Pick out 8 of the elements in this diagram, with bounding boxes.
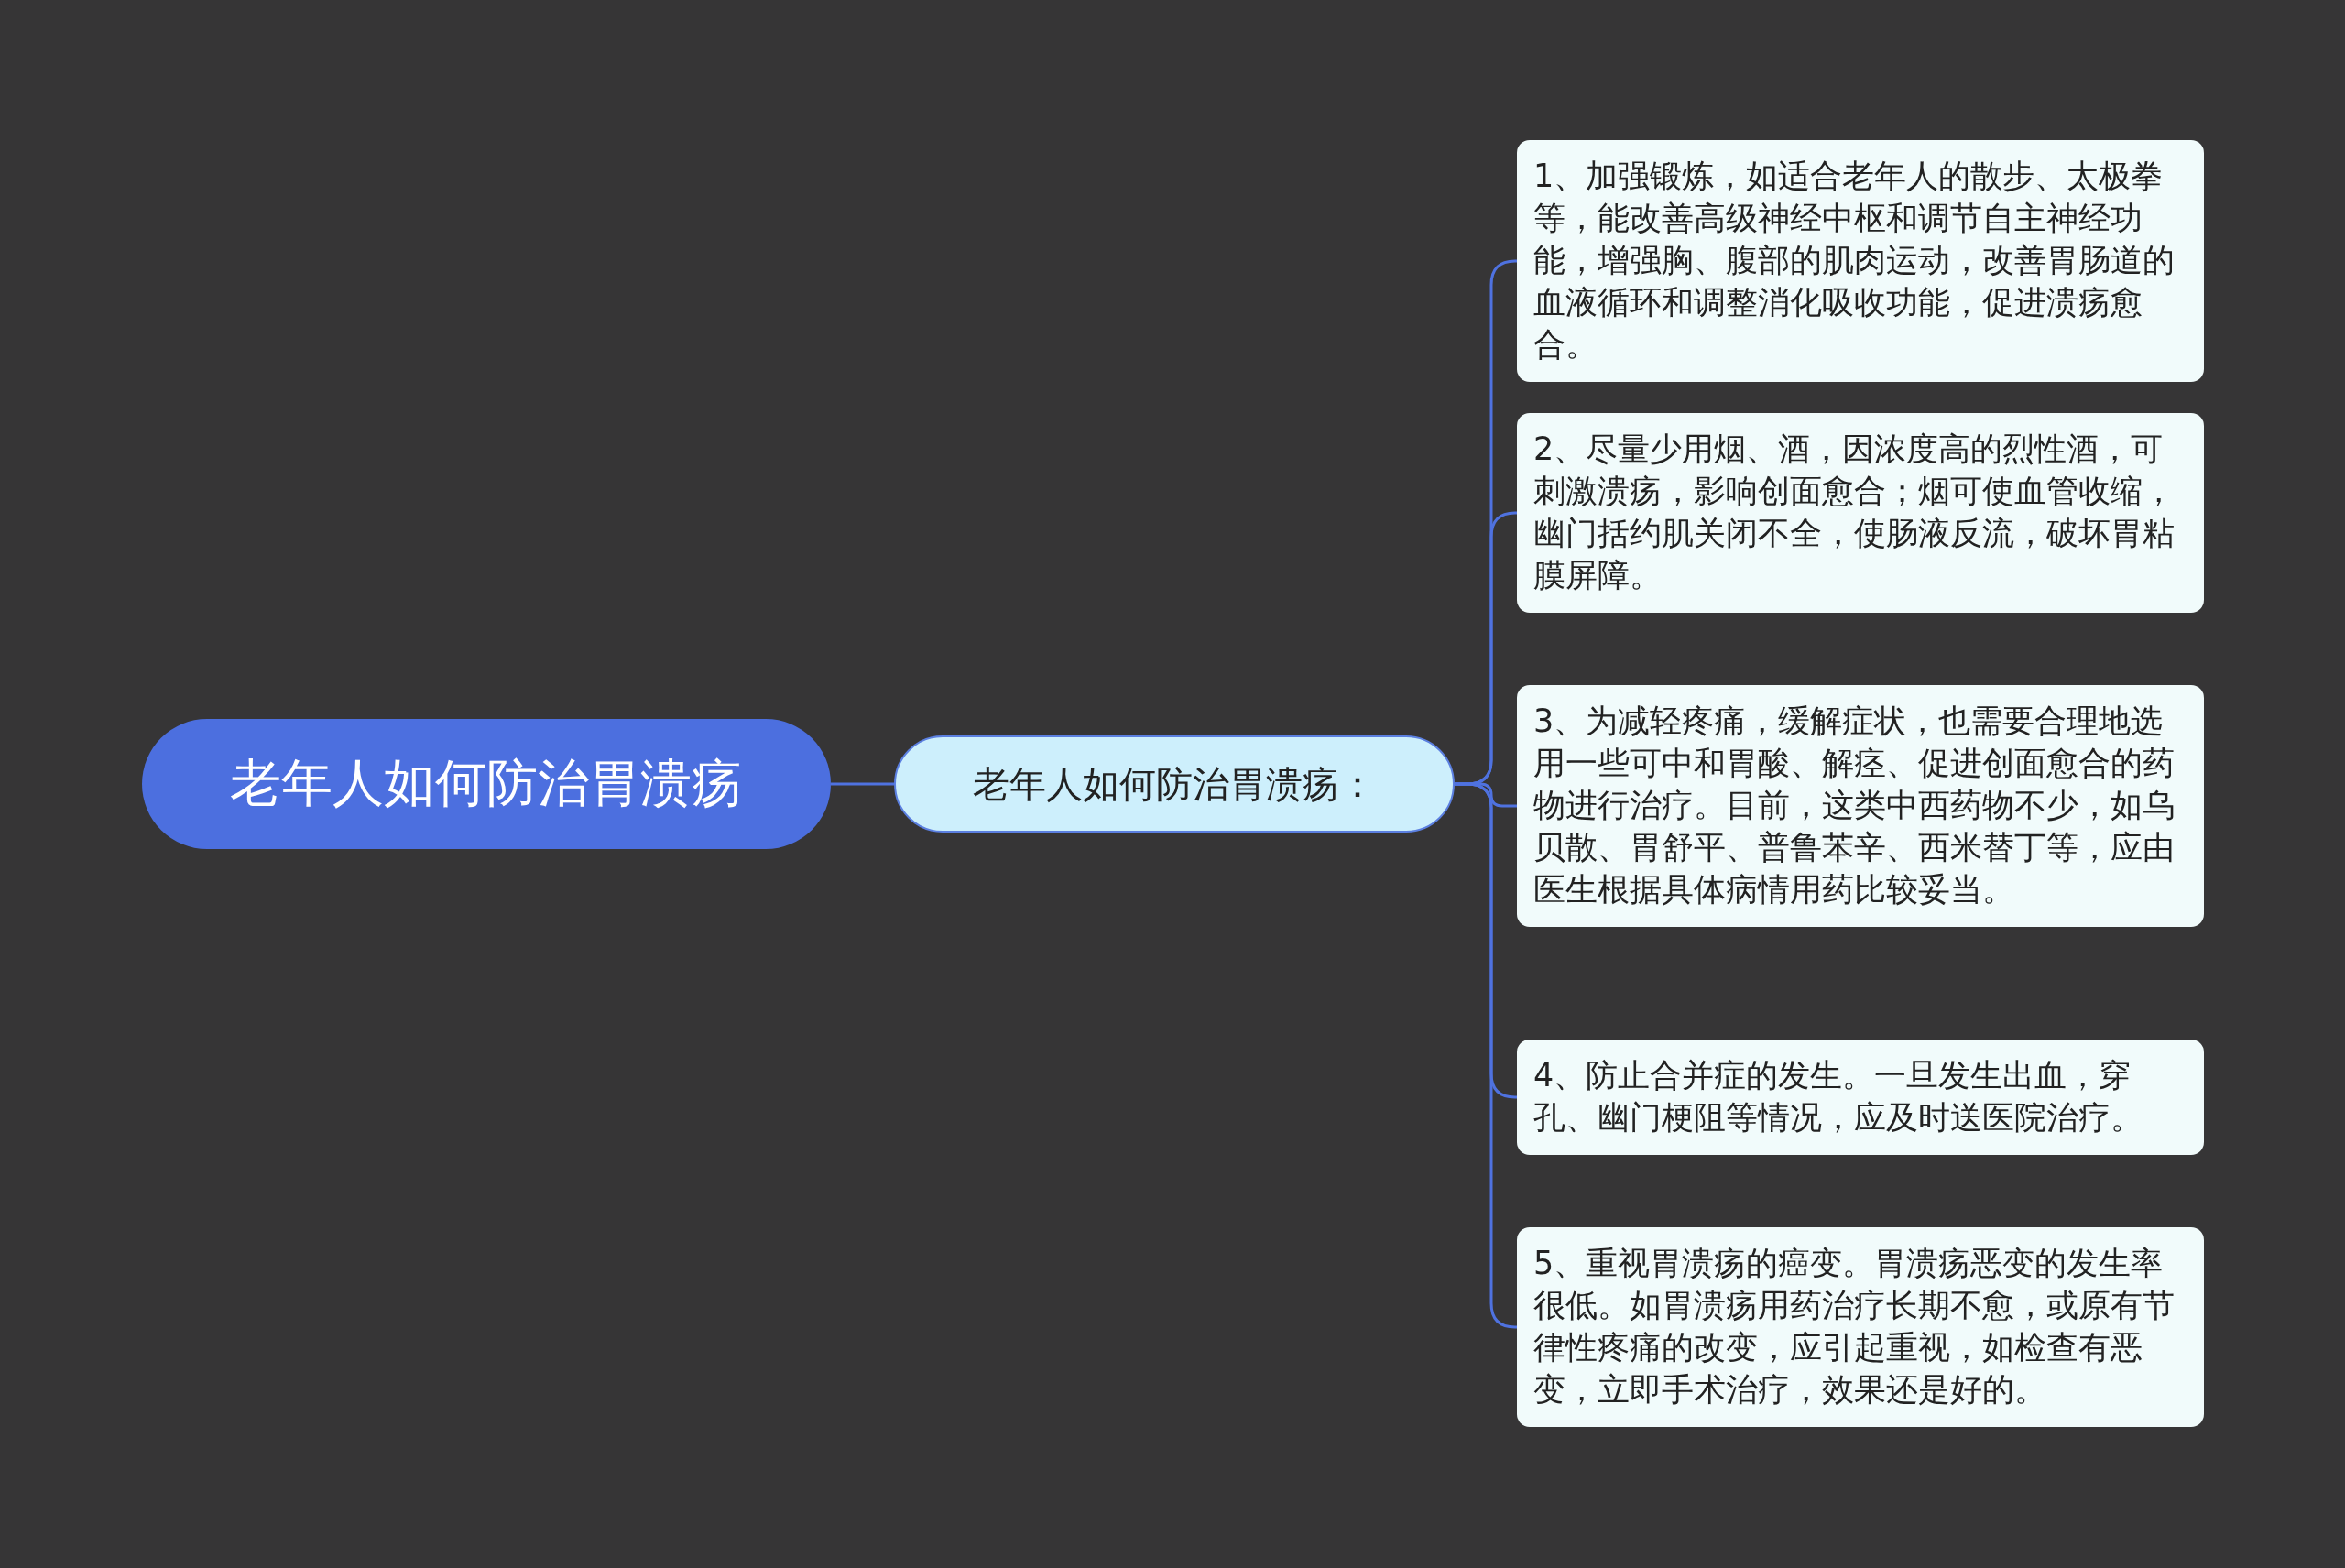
leaf-box: 1、加强锻炼，如适合老年人的散步、太极拳等，能改善高级神经中枢和调节自主神经功能，增强胸、腹部的肌肉运动，改善胃肠道的血液循环和调整消化吸收功能，促进溃疡愈合。 [1517, 140, 2204, 382]
connector-line [831, 782, 894, 786]
leaf-box: 3、为减轻疼痛，缓解症状，也需要合理地选用一些可中和胃酸、解痉、促进创面愈合的药物进行治疗。目前，这类中西药物不少，如乌贝散、胃舒平、普鲁苯辛、西米替丁等，应由医生根据具体病情用药比较妥当。 [1517, 685, 2204, 927]
root-topic: 老年人如何防治胃溃疡 [142, 719, 831, 849]
leaf-box: 5、重视胃溃疡的癌变。胃溃疡恶变的发生率很低。如胃溃疡用药治疗长期不愈，或原有节律性疼痛的改变，应引起重视，如检查有恶变，立即手术治疗，效果还是好的。 [1517, 1227, 2204, 1427]
subtopic-box: 老年人如何防治胃溃疡： [894, 735, 1455, 833]
leaf-box: 4、防止合并症的发生。一旦发生出血，穿孔、幽门梗阻等情况，应及时送医院治疗。 [1517, 1040, 2204, 1155]
leaf-box: 2、尽量少用烟、酒，因浓度高的烈性酒，可刺激溃疡，影响创面愈合；烟可使血管收缩，幽门括约肌关闭不全，使肠液反流，破坏胃粘膜屏障。 [1517, 413, 2204, 613]
